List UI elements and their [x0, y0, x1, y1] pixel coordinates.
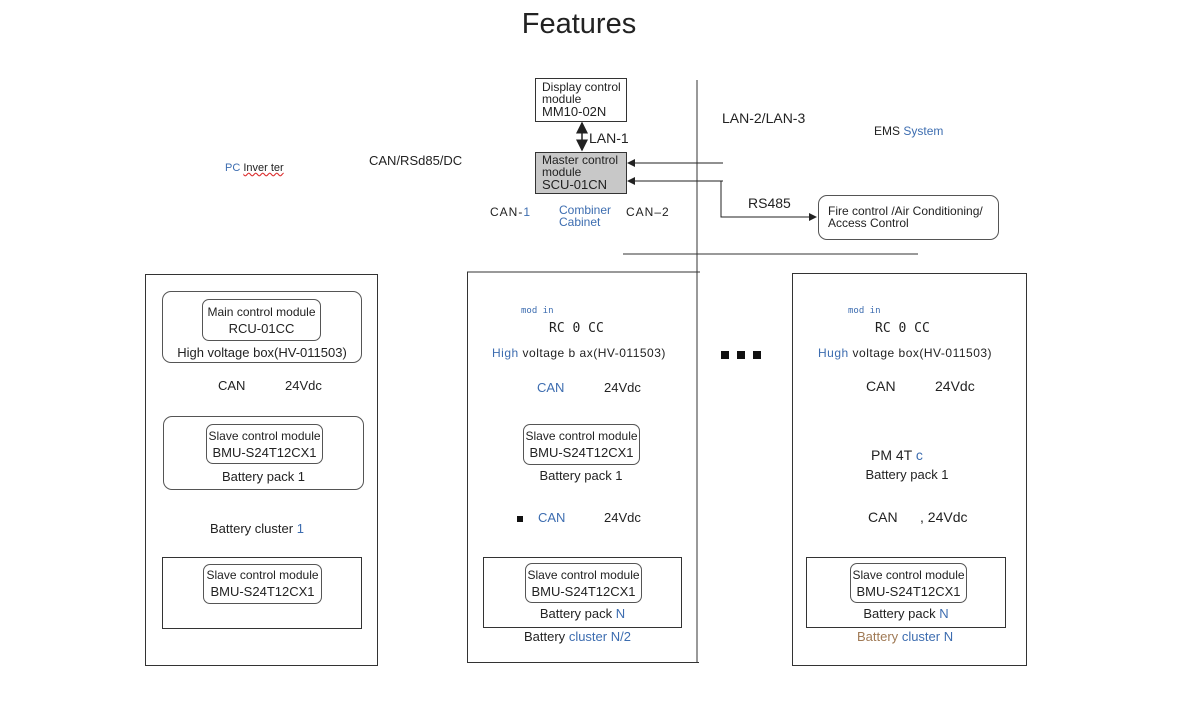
slave-module-label: Slave control module — [208, 429, 321, 443]
cluster3-mod-in: mod in — [848, 306, 881, 316]
cluster3-cluster-suffix: cluster N — [901, 629, 954, 644]
can2-suffix: –2 — [654, 205, 670, 219]
master-module-model: SCU-01CN — [542, 177, 608, 192]
cluster1-24vdc-label: 24Vdc — [285, 378, 322, 393]
battery-cluster-n-label: Battery cluster N — [857, 629, 953, 644]
slave-control-module-3: Slave control module BMU-S24T12CX1 — [850, 563, 967, 603]
cluster3-battery-pack-1: Battery pack 1 — [865, 467, 949, 482]
cluster1-prefix: Battery cluster — [210, 521, 294, 536]
cluster3-24vdc-label: 24Vdc — [935, 378, 975, 394]
cluster1-suffix: 1 — [296, 521, 304, 536]
ellipsis-icon — [721, 346, 761, 364]
can2-prefix: CAN — [626, 205, 655, 219]
rs485-label: RS485 — [748, 195, 791, 211]
master-control-module: Master control module SCU-01CN — [535, 152, 627, 194]
cluster2-battery-pack-n: Battery pack N — [483, 606, 682, 621]
cluster2-24vdc2-label: 24Vdc — [604, 510, 641, 525]
pc-inverter-label: PC Inver ter — [225, 162, 284, 174]
slave-module-label: Slave control module — [852, 568, 965, 582]
ems-prefix: EMS — [874, 124, 901, 138]
lan23-label: LAN-2/LAN-3 — [722, 110, 806, 126]
combiner-line1: Combiner — [559, 203, 612, 217]
cluster2-can2-label: CAN — [538, 510, 566, 525]
cluster3-pm-c: c — [915, 447, 923, 463]
rs485-arrow — [720, 181, 817, 221]
cluster2-rc-cc: RC 0 CC — [549, 321, 604, 336]
cluster2-pack-n-prefix: Battery pack — [539, 606, 613, 621]
can1-suffix: 1 — [523, 205, 532, 219]
cluster3-can-label: CAN — [866, 378, 896, 394]
cluster2-pack-n-suffix: N — [615, 606, 626, 621]
slave-control-module-2: Slave control module BMU-S24T12CX1 — [523, 424, 640, 465]
cluster2-mod-in: mod in — [521, 306, 554, 316]
slave-module-model: BMU-S24T12CX1 — [531, 584, 636, 599]
can1-label: CAN-1 — [490, 205, 531, 219]
slave-module-model: BMU-S24T12CX1 — [856, 584, 961, 599]
display-control-module: Display control module MM10-02N — [535, 78, 627, 122]
slave-module-model: BMU-S24T12CX1 — [212, 445, 317, 460]
slave-control-module-1b: Slave control module BMU-S24T12CX1 — [203, 564, 322, 604]
slave-module-label: Slave control module — [206, 568, 319, 582]
cluster2-can-label: CAN — [537, 380, 565, 395]
battery-pack-1-label: Battery pack 1 — [221, 469, 306, 484]
cluster3-24vdc2-label: , 24Vdc — [920, 509, 968, 525]
battery-cluster-n2-label: Battery cluster N/2 — [524, 629, 631, 644]
hv-box-label-2: High voltage b ax(HV-011503) — [492, 346, 666, 360]
cluster1-can-label: CAN — [218, 378, 246, 393]
main-module-label: Main control module — [207, 305, 316, 319]
cluster3-rc-cc: RC 0 CC — [875, 321, 930, 336]
hv-box-label-3: Hugh voltage box(HV-011503) — [818, 346, 992, 360]
slave-module-model: BMU-S24T12CX1 — [529, 445, 634, 460]
ems-suffix: System — [903, 124, 944, 138]
main-module-model: RCU-01CC — [228, 321, 295, 336]
cluster2-cluster-suffix: cluster N/2 — [568, 629, 631, 644]
display-module-line2: module — [542, 92, 582, 106]
fire-control-line1: Fire control /Air Conditioning/ — [828, 204, 983, 218]
cluster3-battery-pack-n: Battery pack N — [806, 606, 1006, 621]
cluster3-can2-label: CAN — [868, 509, 898, 525]
cluster2-24vdc-label: 24Vdc — [604, 380, 641, 395]
fire-control-box: Fire control /Air Conditioning/ Access C… — [818, 195, 999, 240]
battery-cluster-1-label: Battery cluster 1 — [210, 521, 304, 536]
master-module-line2: module — [542, 165, 582, 179]
slave-control-module-2b: Slave control module BMU-S24T12CX1 — [525, 563, 642, 603]
cluster3-hv-prefix: Hugh — [818, 346, 849, 360]
cluster2-battery-pack-1: Battery pack 1 — [539, 468, 623, 483]
cluster3-pack-n-suffix: N — [939, 606, 949, 621]
main-control-module: Main control module RCU-01CC — [202, 299, 321, 341]
cluster2-cluster-prefix: Battery — [524, 629, 566, 644]
cluster3-hv-suffix: voltage box(HV-011503) — [848, 346, 993, 360]
can1-prefix: CAN- — [490, 205, 524, 219]
slave-control-module-1: Slave control module BMU-S24T12CX1 — [206, 424, 323, 464]
battery-cluster-n2 — [467, 272, 699, 663]
page-title: Features — [521, 8, 637, 40]
can2-label: CAN–2 — [626, 205, 670, 219]
display-module-line1: Display control — [542, 80, 621, 94]
display-module-model: MM10-02N — [542, 104, 607, 119]
fire-control-line2: Access Control — [828, 216, 909, 230]
pc-prefix: PC — [225, 162, 241, 174]
slave-module-label: Slave control module — [527, 568, 640, 582]
lan1-label: LAN-1 — [589, 130, 629, 146]
cluster3-pm-text: PM 4T c — [871, 447, 923, 463]
bullet-icon — [517, 516, 523, 522]
hv-box-label-1: High voltage box(HV-011503) — [177, 345, 347, 360]
slave-module-label: Slave control module — [525, 429, 638, 443]
pc-suffix: Inver ter — [243, 162, 284, 174]
cluster3-cluster-prefix: Battery — [857, 629, 899, 644]
cluster2-hv-suffix: voltage b ax(HV-011503) — [518, 346, 666, 360]
slave-module-model: BMU-S24T12CX1 — [210, 584, 315, 599]
master-module-line1: Master control — [542, 153, 619, 167]
combiner-line2: Cabinet — [559, 215, 601, 229]
can-rs485-dc-label: CAN/RSd85/DC — [369, 153, 463, 168]
ems-system-label: EMS System — [874, 124, 943, 138]
cluster2-hv-prefix: High — [492, 346, 519, 360]
cluster3-pm: PM 4T — [871, 447, 912, 463]
cluster3-pack-n-prefix: Battery pack — [863, 606, 936, 621]
